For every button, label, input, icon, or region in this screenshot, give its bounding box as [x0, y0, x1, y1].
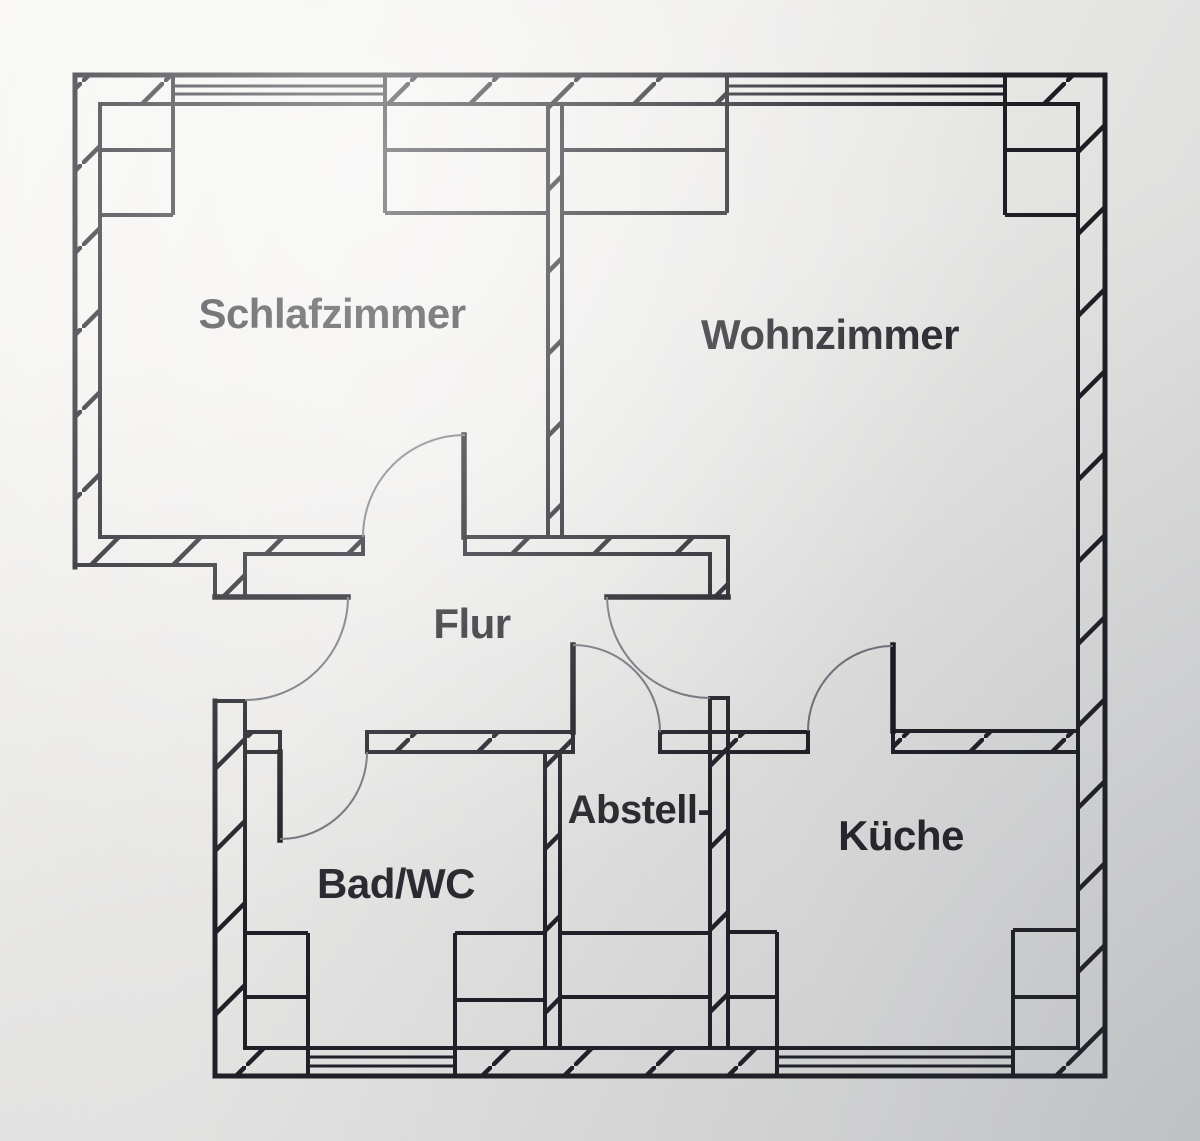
room-label-abstellraum: Abstell-: [568, 788, 711, 832]
kueche-window-bottom: [777, 1055, 1013, 1068]
room-label-flur: Flur: [433, 600, 510, 647]
wall-hatch-group: [75, 75, 1105, 1076]
bad-wc-window-bottom: [308, 1055, 455, 1068]
room-label-bad-wc: Bad/WC: [317, 860, 475, 907]
abstellraum-door: [570, 642, 661, 735]
schlafzimmer-door: [362, 432, 467, 540]
kueche-door: [807, 642, 896, 734]
room-label-kueche: Küche: [838, 812, 964, 859]
bad-wc-door: [277, 749, 368, 843]
wohnzimmer-window-top: [727, 84, 1005, 96]
room-label-schlafzimmer: Schlafzimmer: [198, 290, 465, 337]
windows-group: [173, 84, 1013, 1068]
room-label-wohnzimmer: Wohnzimmer: [701, 311, 959, 358]
wohnzimmer-door: [604, 594, 731, 699]
schlafzimmer-window-top: [173, 84, 385, 96]
entrance-door: [212, 594, 351, 701]
